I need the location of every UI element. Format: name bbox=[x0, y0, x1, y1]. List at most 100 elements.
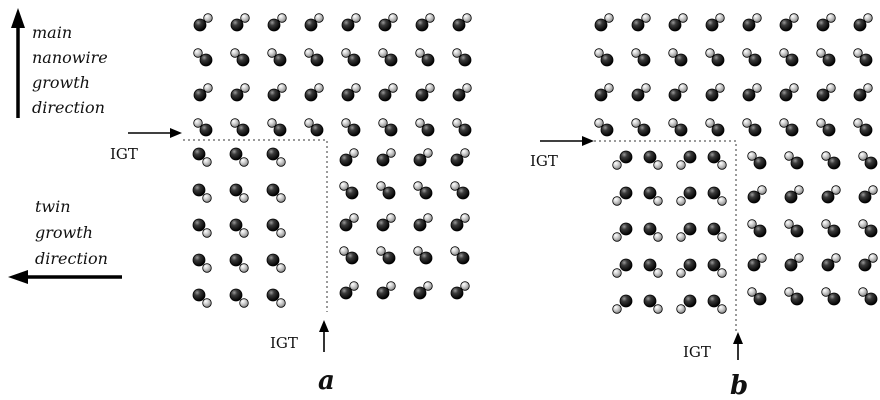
dark-atom bbox=[419, 251, 433, 265]
atom-pair bbox=[705, 48, 725, 67]
atom-pair bbox=[705, 13, 725, 32]
dark-atom bbox=[705, 88, 719, 102]
dark-atom bbox=[790, 156, 804, 170]
dark-atom bbox=[816, 88, 830, 102]
light-atom bbox=[386, 281, 396, 291]
dark-atom bbox=[304, 18, 318, 32]
light-atom bbox=[304, 118, 314, 128]
dark-atom bbox=[785, 123, 799, 137]
atom-pair bbox=[376, 148, 396, 167]
atom-pair bbox=[779, 83, 799, 102]
atom-pair bbox=[631, 118, 651, 137]
atom-pair bbox=[668, 118, 688, 137]
atom-pair bbox=[747, 287, 767, 306]
light-atom bbox=[460, 213, 470, 223]
light-atom bbox=[450, 181, 460, 191]
light-atom bbox=[742, 48, 752, 58]
dark-atom bbox=[199, 123, 213, 137]
atom-pair bbox=[229, 253, 249, 273]
light-atom bbox=[276, 263, 286, 273]
dark-atom bbox=[378, 18, 392, 32]
light-atom bbox=[314, 83, 324, 93]
atom-pair bbox=[676, 294, 697, 314]
atom-pair bbox=[266, 218, 286, 238]
dark-atom bbox=[273, 53, 287, 67]
dark-atom bbox=[742, 18, 756, 32]
dark-atom bbox=[273, 123, 287, 137]
light-atom bbox=[676, 196, 686, 206]
dark-atom bbox=[267, 88, 281, 102]
dark-atom bbox=[236, 123, 250, 137]
light-atom bbox=[668, 48, 678, 58]
dark-atom bbox=[643, 222, 657, 236]
light-atom bbox=[388, 13, 398, 23]
dark-atom bbox=[668, 18, 682, 32]
dark-atom bbox=[458, 53, 472, 67]
dark-atom bbox=[193, 88, 207, 102]
dark-atom bbox=[236, 53, 250, 67]
light-atom bbox=[717, 304, 727, 314]
light-atom bbox=[314, 13, 324, 23]
light-atom bbox=[388, 83, 398, 93]
light-atom bbox=[460, 148, 470, 158]
light-atom bbox=[423, 213, 433, 223]
dark-atom bbox=[382, 251, 396, 265]
atom-pair bbox=[450, 148, 470, 167]
light-atom bbox=[339, 246, 349, 256]
dark-atom bbox=[784, 190, 798, 204]
atom-pair bbox=[784, 253, 804, 272]
dark-atom bbox=[266, 147, 280, 161]
light-atom bbox=[752, 83, 762, 93]
twin-direction-line-1: twin bbox=[35, 197, 71, 216]
light-atom bbox=[653, 232, 663, 242]
panel-b-igt-arrow-horizontal bbox=[540, 136, 594, 146]
dark-atom bbox=[859, 123, 873, 137]
atom-pair bbox=[816, 48, 836, 67]
light-atom bbox=[351, 83, 361, 93]
light-atom bbox=[717, 232, 727, 242]
light-atom bbox=[631, 48, 641, 58]
dark-atom bbox=[705, 18, 719, 32]
atom-pair bbox=[376, 281, 396, 300]
dark-atom bbox=[864, 224, 878, 238]
light-atom bbox=[425, 13, 435, 23]
atom-pair bbox=[339, 281, 359, 300]
light-atom bbox=[705, 118, 715, 128]
panel-b-label: b bbox=[730, 371, 748, 400]
dark-atom bbox=[619, 294, 633, 308]
light-atom bbox=[752, 13, 762, 23]
atom-pair bbox=[858, 253, 878, 272]
atom-pair bbox=[821, 185, 841, 204]
atom-pair bbox=[450, 213, 470, 232]
dark-atom bbox=[421, 123, 435, 137]
dark-atom bbox=[753, 224, 767, 238]
light-atom bbox=[386, 213, 396, 223]
panel-a-igt-arrow-vertical bbox=[319, 320, 329, 352]
twin-growth-direction-arrow bbox=[8, 270, 122, 284]
dark-atom bbox=[230, 88, 244, 102]
light-atom bbox=[612, 196, 622, 206]
dark-atom bbox=[452, 88, 466, 102]
dark-atom bbox=[779, 18, 793, 32]
dark-atom bbox=[339, 286, 353, 300]
light-atom bbox=[747, 219, 757, 229]
atom-pair bbox=[821, 219, 841, 238]
dark-atom bbox=[707, 222, 721, 236]
atom-pair bbox=[452, 83, 472, 102]
dark-atom bbox=[266, 183, 280, 197]
atom-pair bbox=[816, 83, 836, 102]
light-atom bbox=[715, 13, 725, 23]
light-atom bbox=[794, 185, 804, 195]
atom-pair bbox=[229, 288, 249, 308]
dark-atom bbox=[683, 294, 697, 308]
atom-pair bbox=[612, 222, 633, 242]
light-atom bbox=[267, 48, 277, 58]
light-atom bbox=[863, 83, 873, 93]
light-atom bbox=[821, 219, 831, 229]
atom-pair bbox=[707, 186, 727, 206]
light-atom bbox=[821, 151, 831, 161]
light-atom bbox=[202, 263, 212, 273]
light-atom bbox=[779, 48, 789, 58]
light-atom bbox=[339, 181, 349, 191]
atom-pair bbox=[816, 13, 836, 32]
